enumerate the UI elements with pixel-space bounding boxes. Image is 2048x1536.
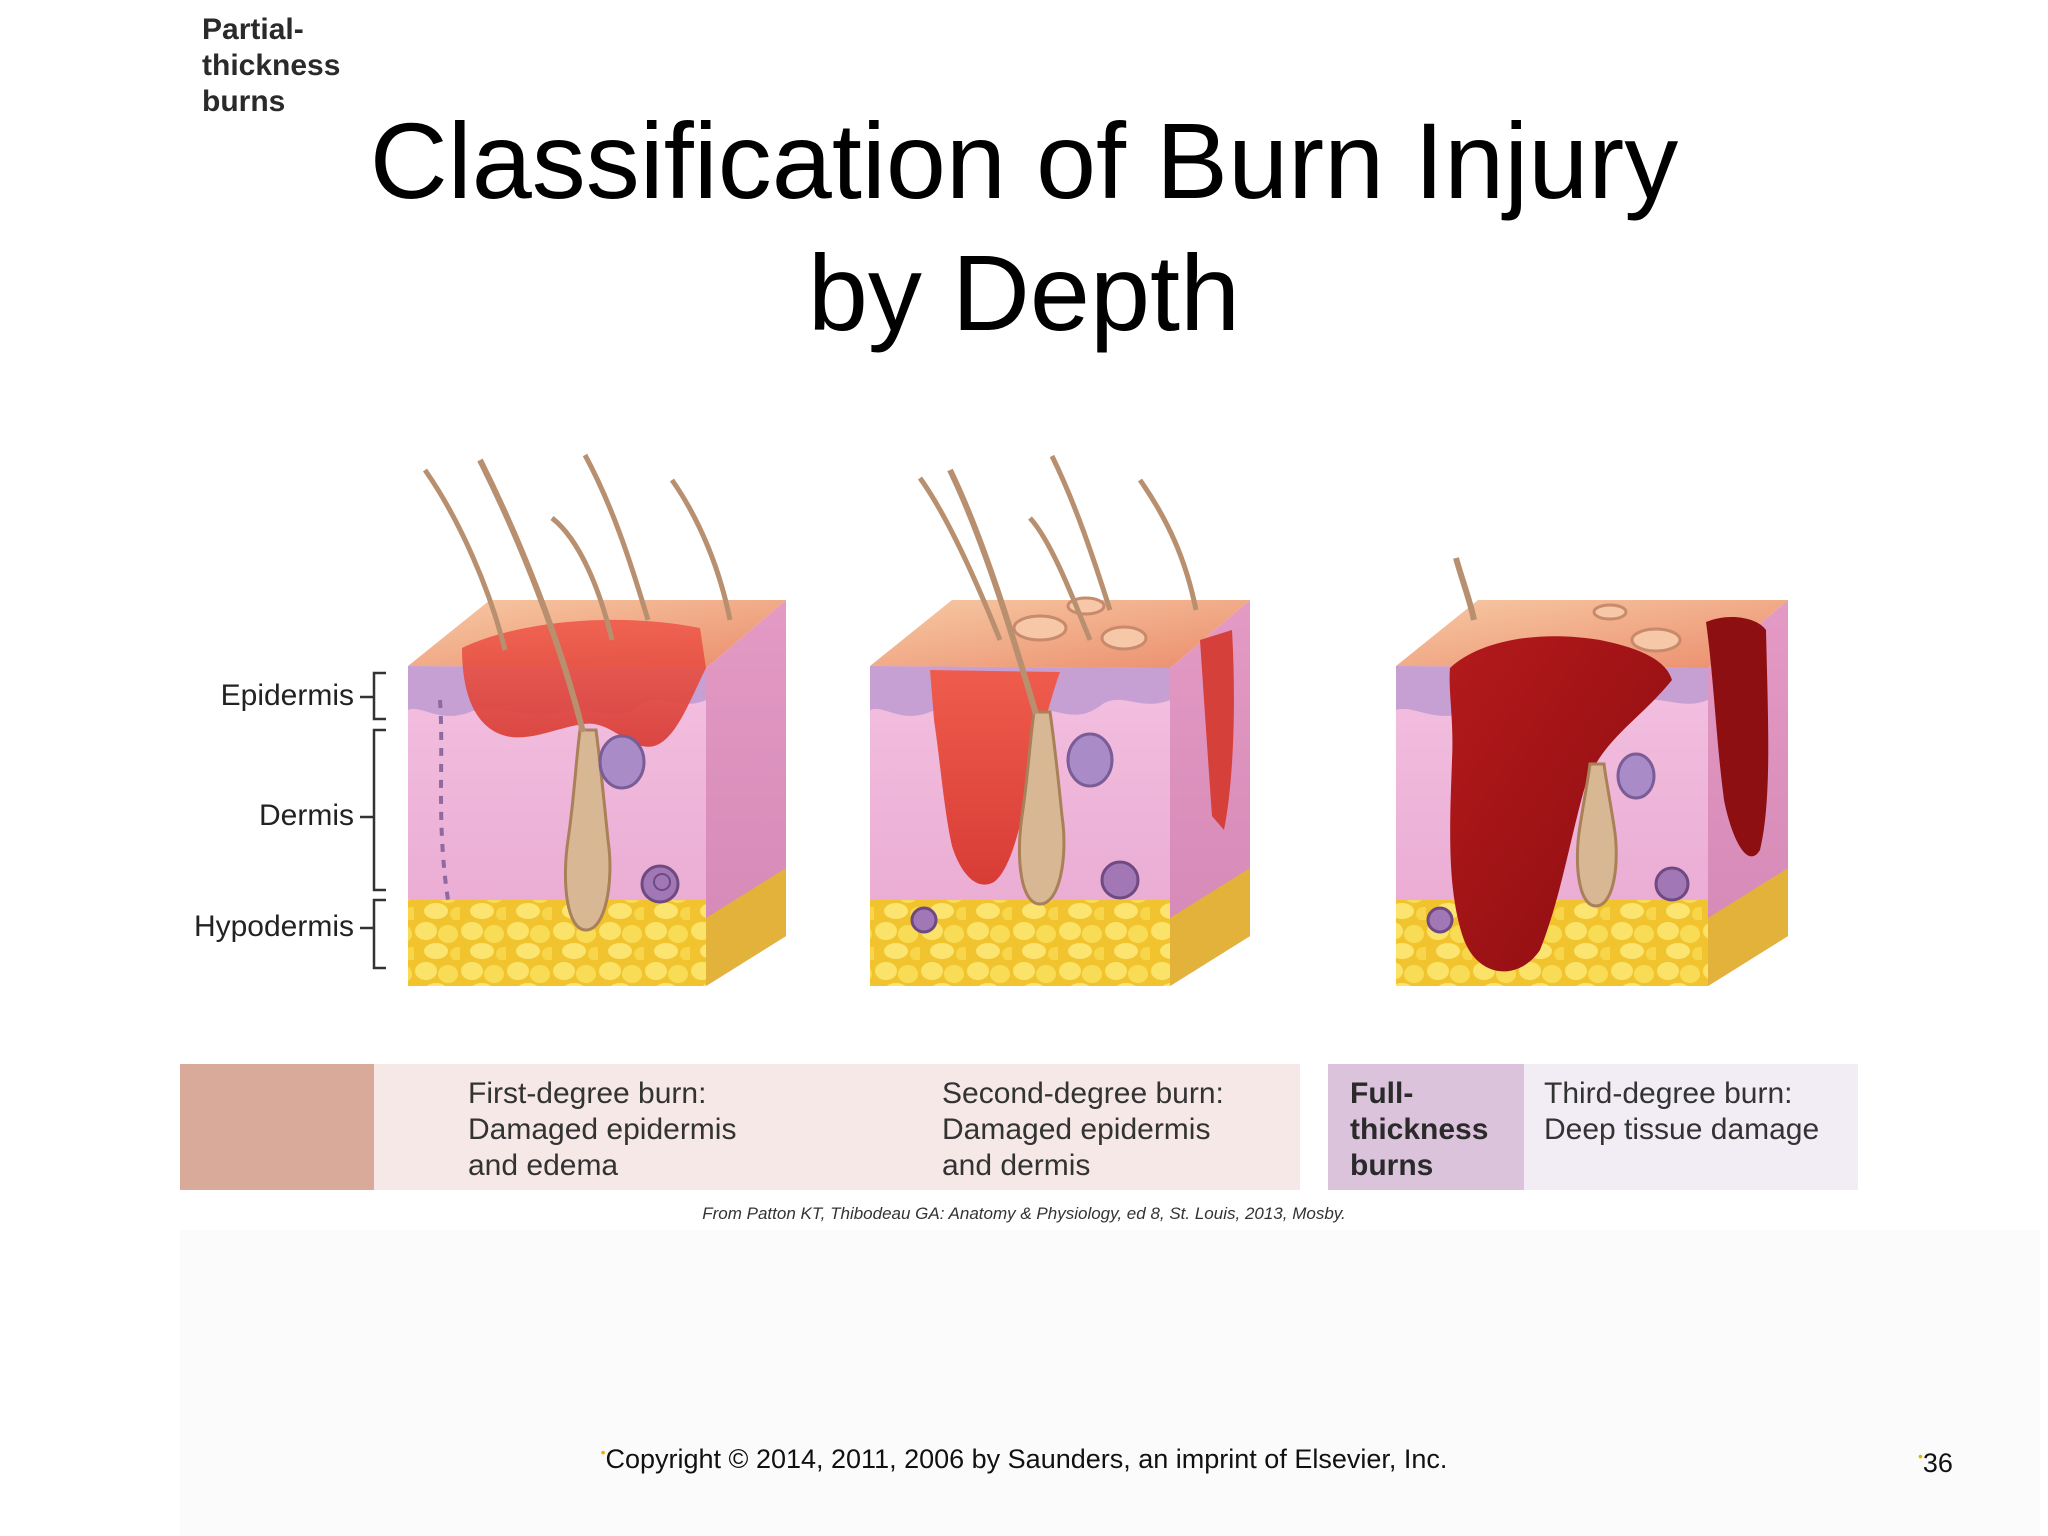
dermis-bracket xyxy=(372,728,386,892)
copyright-text: Copyright © 2014, 2011, 2006 by Saunders… xyxy=(605,1444,1448,1474)
second-degree-description: Second-degree burn: Damaged epidermis an… xyxy=(942,1077,1224,1182)
bullet-icon: • xyxy=(1918,1448,1923,1464)
full-thickness-category-bg xyxy=(1328,1064,1524,1190)
layer-brackets xyxy=(360,671,386,970)
skin-block-third-degree xyxy=(1396,557,1788,986)
hypodermis-bracket xyxy=(372,898,386,970)
label-epidermis: Epidermis xyxy=(220,679,354,712)
lower-background-panel xyxy=(180,1230,2040,1536)
figure-citation: From Patton KT, Thibodeau GA: Anatomy & … xyxy=(702,1204,1346,1223)
bullet-icon: • xyxy=(600,1444,606,1460)
slide-title-line1: Classification of Burn Injury xyxy=(369,100,1679,221)
first-degree-description: First-degree burn: Damaged epidermis and… xyxy=(468,1077,737,1182)
partial-thickness-category-bg xyxy=(180,1064,374,1190)
copyright-footer: •Copyright © 2014, 2011, 2006 by Saunder… xyxy=(0,1444,2048,1475)
full-thickness-label: Full- thickness burns xyxy=(1350,1077,1489,1182)
skin-block-second-degree xyxy=(870,454,1250,986)
third-degree-description: Third-degree burn: Deep tissue damage xyxy=(1544,1077,1820,1146)
epidermis-bracket xyxy=(372,671,386,721)
partial-thickness-label: Partial- thickness burns xyxy=(202,13,341,118)
skin-block-first-degree xyxy=(408,453,786,986)
slide-title-line2: by Depth xyxy=(807,232,1241,353)
label-dermis: Dermis xyxy=(259,799,354,832)
label-hypodermis: Hypodermis xyxy=(193,910,354,943)
slide-title: Classification of Burn Injury by Depth xyxy=(0,95,2048,359)
page-number-value: 36 xyxy=(1922,1448,1953,1478)
page-number: •36 xyxy=(1918,1448,1953,1479)
